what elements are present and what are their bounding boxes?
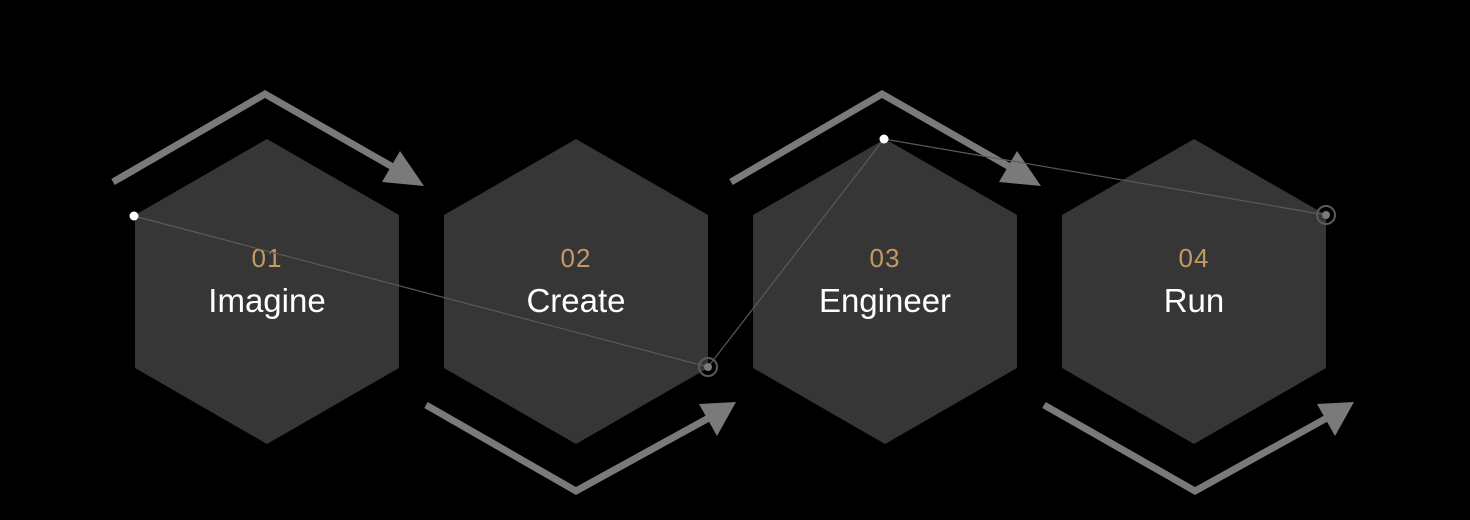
arrow-bottom-4-head-icon — [1317, 402, 1354, 436]
arrow-bottom-2 — [424, 401, 736, 496]
connector-node-2 — [704, 363, 712, 371]
arrow-bottom-4-line — [1042, 401, 1336, 496]
arrow-top-3-line — [729, 89, 1024, 186]
step-2-number: 02 — [561, 243, 592, 273]
step-4-title: Run — [1164, 282, 1225, 319]
step-3-title: Engineer — [819, 282, 951, 319]
connector-node-2-ring — [698, 357, 718, 377]
step-1-number: 01 — [252, 243, 283, 273]
step-4: 04 Run — [1062, 139, 1326, 444]
step-2-title: Create — [526, 282, 625, 319]
connector-node-3 — [879, 134, 889, 144]
hexagon-step-3 — [753, 139, 1017, 444]
hexagon-step-1 — [135, 139, 399, 444]
connector-node-4-ring — [1316, 205, 1336, 225]
arrow-top-1-head-icon — [382, 151, 424, 186]
arrow-bottom-2-line — [424, 401, 718, 496]
arrow-bottom-4 — [1042, 401, 1354, 496]
arrow-top-3 — [729, 89, 1041, 186]
arrow-top-1-line — [111, 89, 407, 186]
connector-path — [133, 138, 1327, 368]
step-1: 01 Imagine — [135, 139, 399, 444]
step-1-title: Imagine — [208, 282, 325, 319]
arrow-top-1 — [111, 89, 424, 186]
step-3-number: 03 — [870, 243, 901, 273]
step-2: 02 Create — [444, 139, 708, 444]
hexagon-step-2 — [444, 139, 708, 444]
hexagon-step-4 — [1062, 139, 1326, 444]
connector-node-4 — [1322, 211, 1330, 219]
arrow-bottom-2-head-icon — [699, 402, 736, 436]
step-3: 03 Engineer — [753, 139, 1017, 444]
arrow-top-3-head-icon — [999, 151, 1041, 186]
connector-node-1 — [129, 211, 139, 221]
step-4-number: 04 — [1179, 243, 1210, 273]
